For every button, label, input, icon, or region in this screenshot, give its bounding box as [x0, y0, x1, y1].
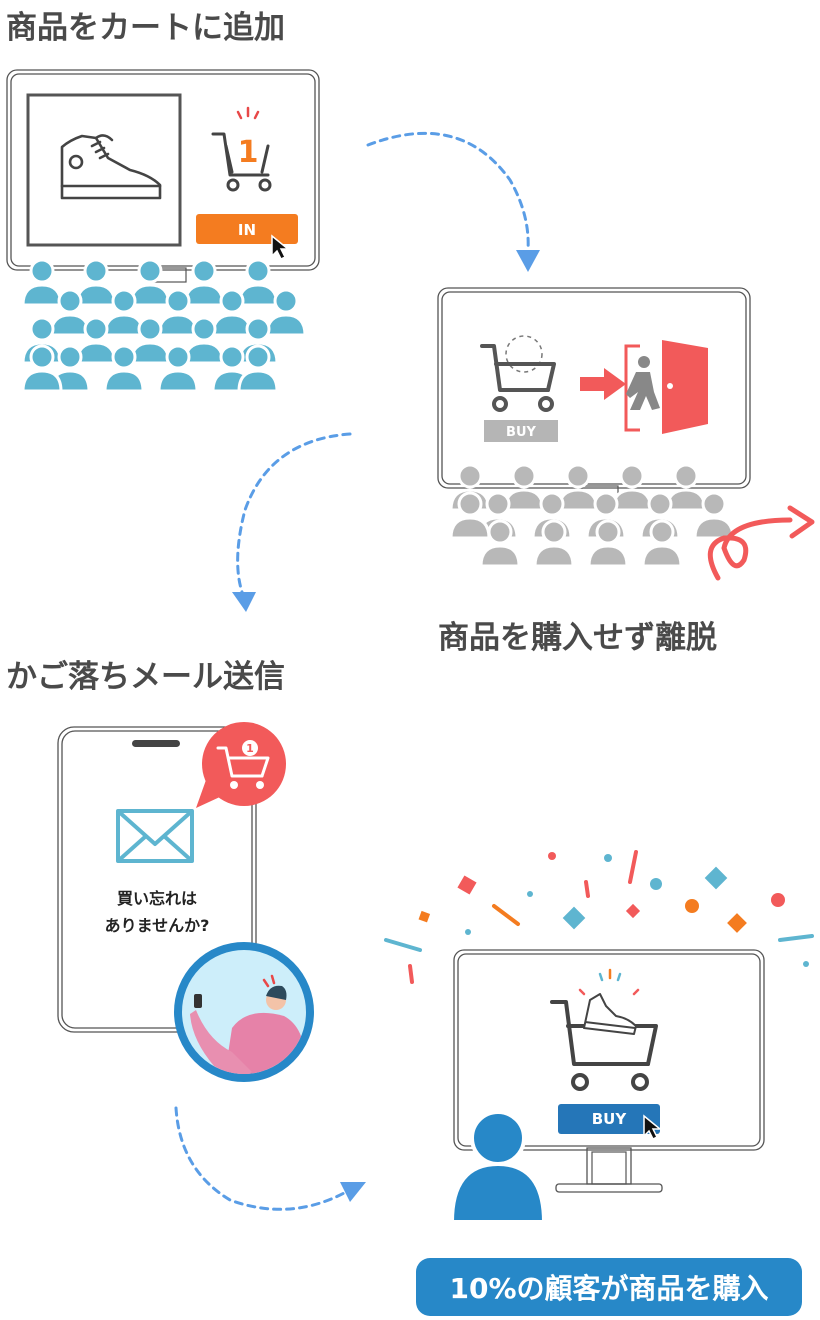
exit-door-icon — [624, 340, 708, 434]
phone — [57, 726, 257, 1033]
shoe-icon — [583, 993, 637, 1035]
step1-title: 商品をカートに追加 — [6, 10, 285, 46]
empty-cart-icon — [480, 335, 556, 412]
cursor-icon — [643, 1114, 663, 1141]
mail-icon — [116, 809, 194, 863]
in-button[interactable]: IN — [196, 214, 298, 244]
buy-button-gray: BUY — [484, 420, 558, 442]
step4-monitor — [453, 949, 765, 1193]
blue-crowd — [21, 258, 307, 393]
buy-button-label: BUY — [592, 1110, 628, 1128]
cart-icon: 1 — [211, 106, 272, 192]
badge-count: 1 — [246, 742, 254, 755]
gray-crowd — [449, 463, 735, 568]
step3-title: かご落ちメール送信 — [6, 659, 285, 695]
in-button-label: IN — [238, 221, 256, 239]
mail-message-line1: 買い忘れは — [116, 889, 197, 908]
person-icon — [449, 1110, 547, 1224]
buy-button[interactable]: BUY — [558, 1104, 660, 1134]
full-cart-icon — [550, 968, 658, 1091]
cursor-icon — [271, 234, 291, 261]
step1-monitor — [6, 69, 320, 283]
notification-badge: 1 — [196, 722, 286, 808]
user-with-phone-avatar — [174, 942, 314, 1082]
buy-button-gray-label: BUY — [506, 425, 536, 440]
confetti — [384, 850, 814, 984]
flow-arrow-3 — [174, 1106, 366, 1211]
cart-count: 1 — [238, 135, 259, 170]
flow-arrow-1 — [366, 131, 540, 272]
shoe-icon — [60, 134, 162, 200]
mail-message-line2: ありませんか? — [104, 916, 210, 935]
flow-arrow-2 — [232, 432, 352, 612]
step2-title: 商品を購入せず離脱 — [438, 620, 717, 656]
leave-squiggle-icon — [707, 505, 815, 581]
result-label: 10%の顧客が商品を購入 — [416, 1258, 802, 1316]
exit-arrow-icon — [580, 368, 626, 400]
